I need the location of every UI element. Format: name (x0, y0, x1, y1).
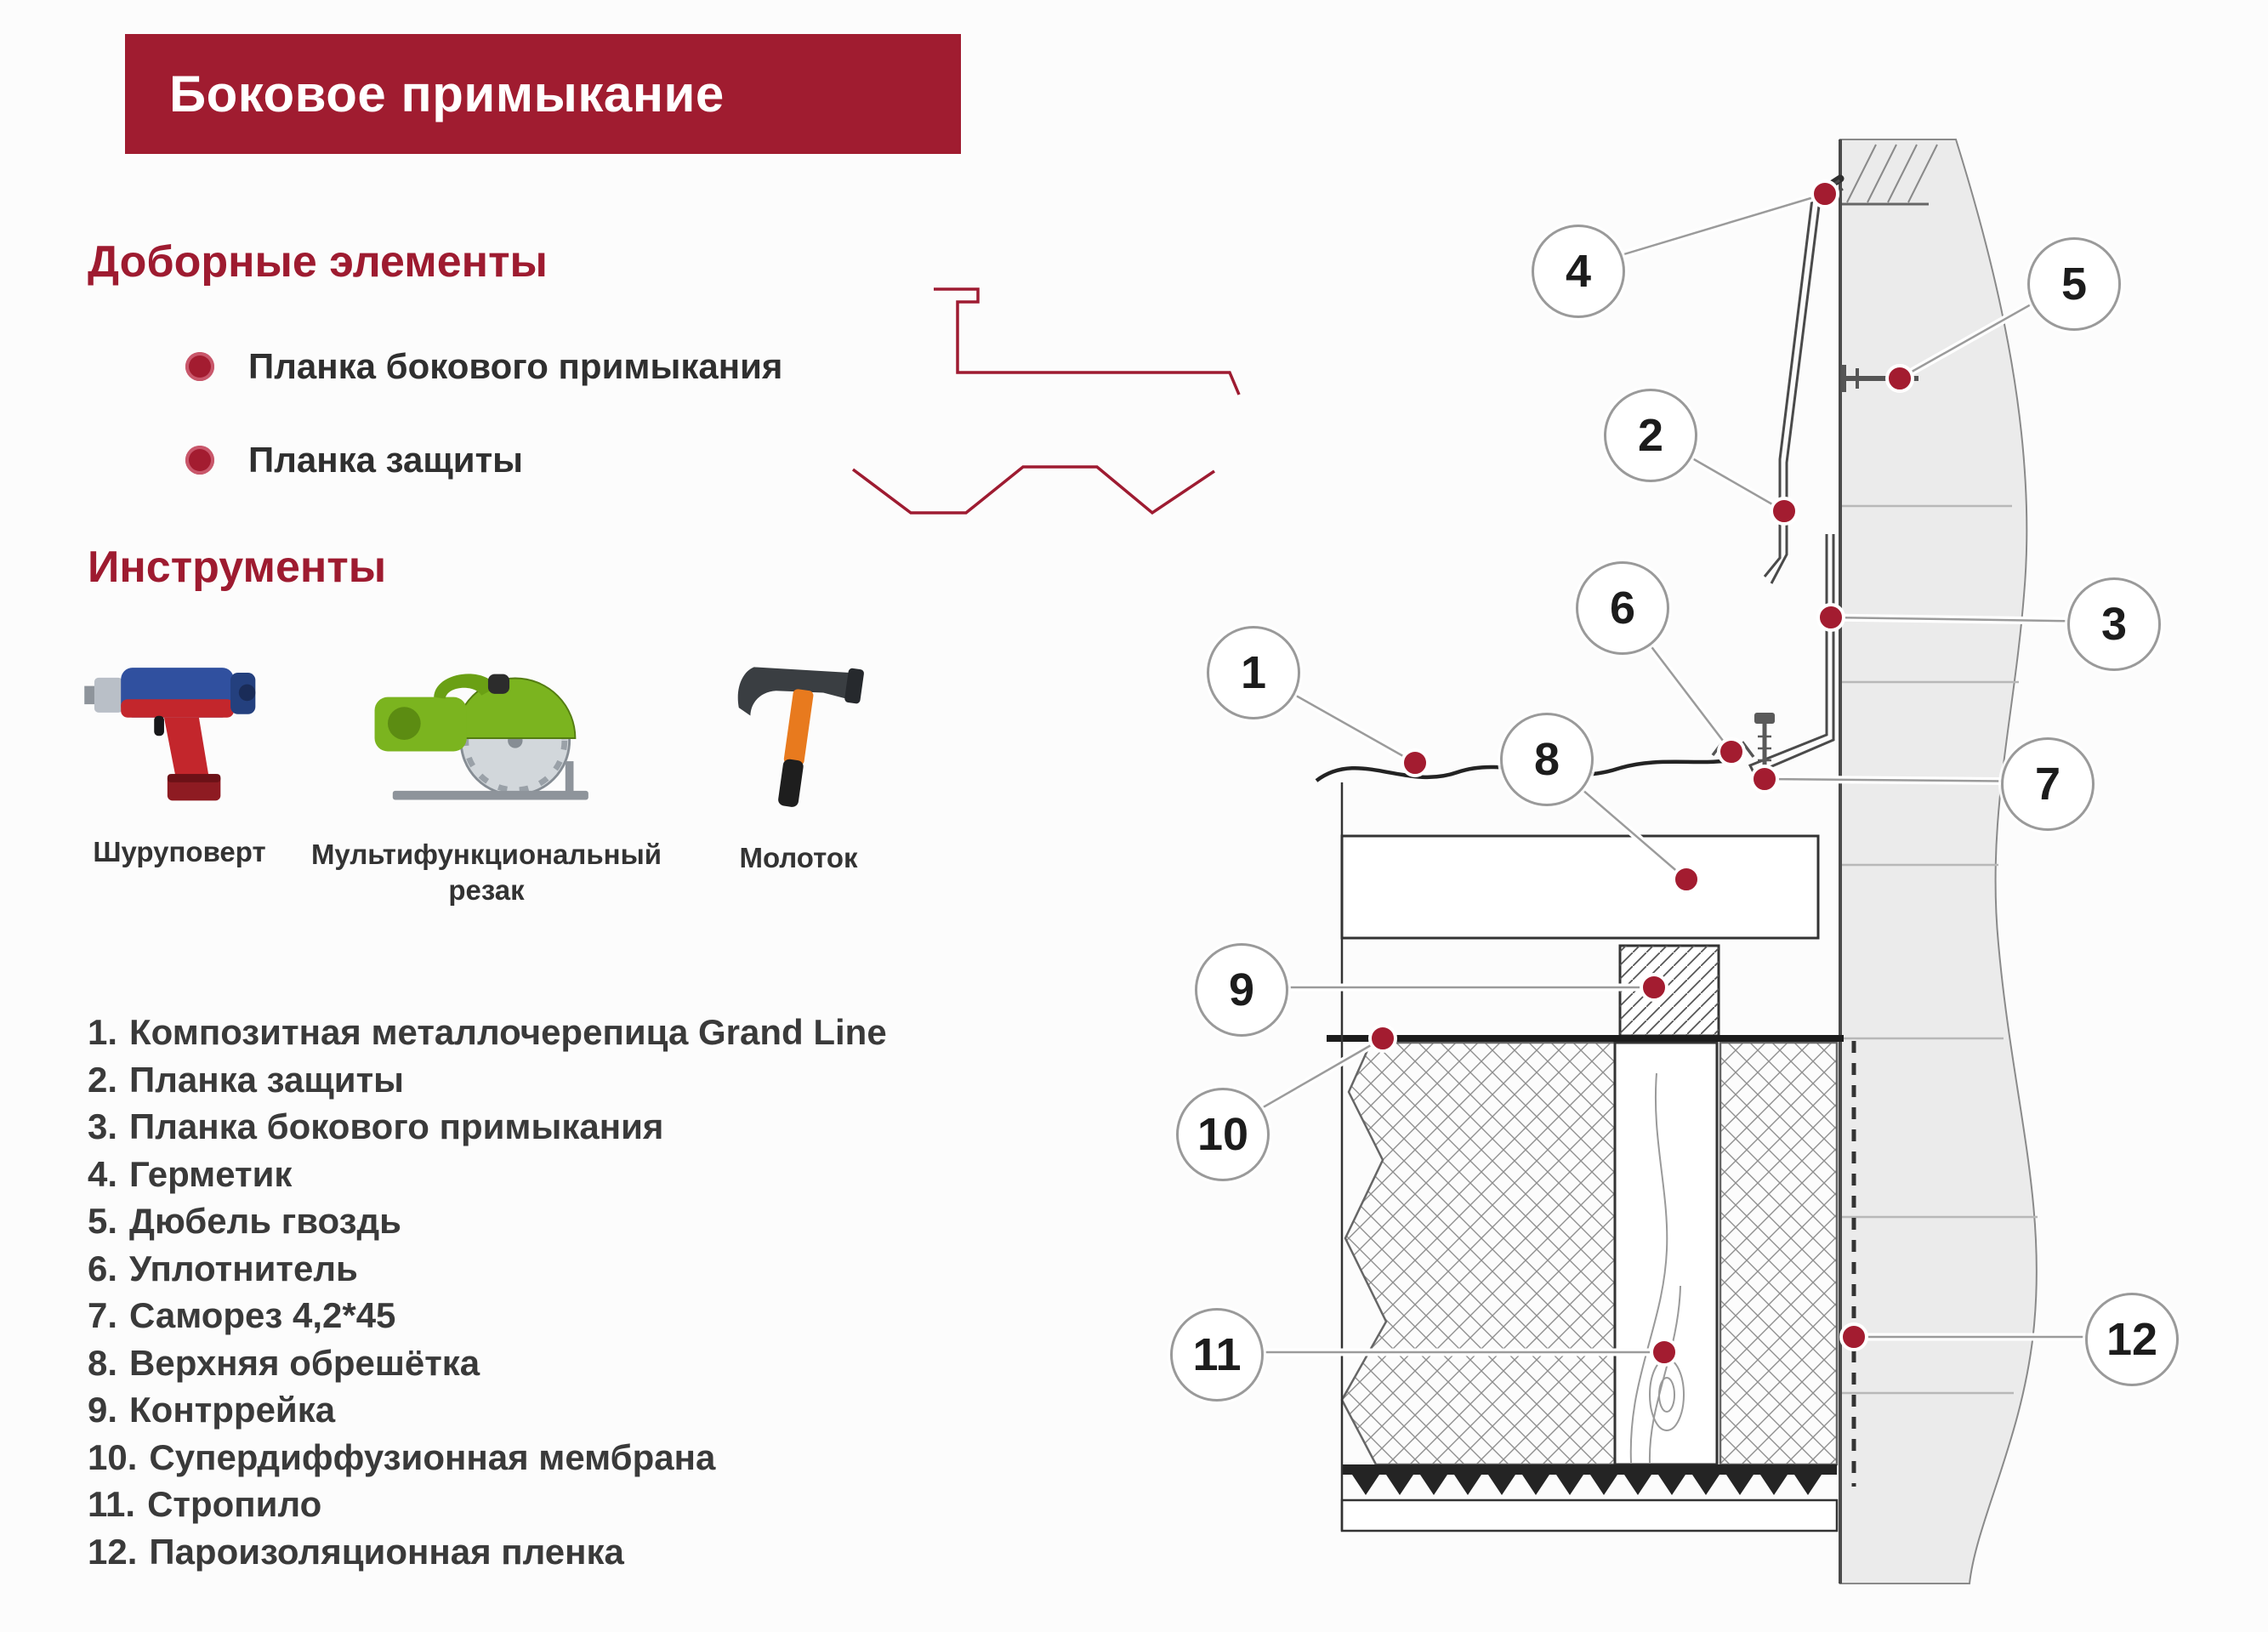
tool-drill: Шуруповерт (69, 638, 290, 870)
wall-joints (1842, 504, 2038, 1395)
bullet-icon (185, 352, 214, 381)
legend-list: 1. Композитная металлочерепица Grand Line… (88, 1009, 887, 1575)
legend-item: 2. Планка защиты (88, 1056, 887, 1104)
legend-item: 6. Уплотнитель (88, 1245, 887, 1293)
legend-item-number: 3. (88, 1106, 118, 1146)
legend-item: 3. Планка бокового примыкания (88, 1103, 887, 1151)
legend-item-label: Саморез 4,2*45 (129, 1295, 396, 1335)
diagram-callout-9: 9 (1195, 943, 1288, 1037)
legend-item-number: 7. (88, 1295, 118, 1335)
tool-label-hammer: Молоток (739, 842, 858, 873)
legend-item-number: 8. (88, 1342, 118, 1383)
profile-drawings (851, 287, 1241, 515)
legend-item-number: 10. (88, 1436, 138, 1477)
hammer-icon (737, 667, 864, 807)
diagram-callout-11: 11 (1170, 1308, 1264, 1402)
tool-hammer: Молоток (688, 638, 909, 876)
legend-item-label: Стропило (147, 1484, 322, 1524)
legend-item: 9. Контррейка (88, 1386, 887, 1434)
diagram-callout-4: 4 (1532, 225, 1625, 318)
legend-item: 4. Герметик (88, 1151, 887, 1198)
circular-saw-icon (374, 674, 588, 800)
tool-label-saw: Мультифункциональный резак (310, 839, 662, 906)
insulation-right (1719, 1041, 1839, 1466)
tool-label-drill: Шуруповерт (93, 836, 266, 867)
legend-item-label: Супердиффузионная мембрана (149, 1436, 716, 1477)
legend-item-label: Планка бокового примыкания (129, 1106, 664, 1146)
drill-icon (83, 668, 255, 801)
diagram-callout-12: 12 (2085, 1293, 2179, 1386)
diagram-callout-5: 5 (2027, 237, 2121, 331)
legend-item-number: 12. (88, 1531, 138, 1572)
diagram-callout-2: 2 (1604, 389, 1697, 482)
diagram-callout-1: 1 (1207, 626, 1300, 719)
ceiling-teeth (1342, 1464, 1837, 1495)
legend-item-number: 6. (88, 1248, 118, 1288)
tools-section-heading: Инструменты (88, 543, 387, 592)
diagram-callout-7: 7 (2001, 737, 2095, 831)
legend-item: 5. Дюбель гвоздь (88, 1197, 887, 1245)
rafter (1613, 1041, 1719, 1466)
legend-item-label: Верхняя обрешётка (129, 1342, 480, 1383)
legend-item-label: Герметик (129, 1153, 293, 1194)
element-label: Планка защиты (248, 440, 524, 480)
legend-item: 11. Стропило (88, 1481, 887, 1528)
legend-item-label: Уплотнитель (129, 1248, 358, 1288)
legend-item-number: 1. (88, 1012, 118, 1052)
legend-item-label: Композитная металлочерепица Grand Line (129, 1012, 887, 1052)
legend-item-number: 2. (88, 1059, 118, 1100)
protection-strip-profile-drawing (851, 465, 1215, 515)
legend-item: 8. Верхняя обрешётка (88, 1339, 887, 1387)
diagram-callout-10: 10 (1176, 1088, 1270, 1181)
callout-dots (1368, 179, 1914, 1367)
legend-item-label: Дюбель гвоздь (129, 1201, 401, 1241)
element-label: Планка бокового примыкания (248, 346, 783, 386)
diagram-callout-6: 6 (1576, 561, 1669, 655)
legend-item: 7. Саморез 4,2*45 (88, 1292, 887, 1339)
legend-item-label: Планка защиты (129, 1059, 405, 1100)
legend-item-label: Пароизоляционная пленка (149, 1531, 624, 1572)
legend-item: 10. Супердиффузионная мембрана (88, 1434, 887, 1481)
diagram-callout-8: 8 (1500, 713, 1594, 806)
abutment-strip-profile-drawing (934, 287, 1241, 395)
page-title: Боковое примыкание (169, 65, 725, 122)
element-list-item: Планка бокового примыкания (185, 346, 782, 387)
bottom-plank (1340, 1498, 1839, 1532)
title-banner: Боковое примыкание (125, 34, 961, 154)
top-batten (1340, 834, 1820, 940)
sealant-hatch (1846, 144, 1938, 203)
diagram-callout-3: 3 (2067, 577, 2161, 671)
legend-item-number: 9. (88, 1390, 118, 1430)
bullet-icon (185, 446, 214, 475)
wall (1812, 139, 2038, 1584)
legend-item-number: 4. (88, 1153, 118, 1194)
elements-section-heading: Доборные элементы (88, 237, 548, 287)
legend-item-number: 11. (88, 1484, 136, 1524)
tool-saw: Мультифункциональный резак (311, 638, 662, 908)
legend-item: 1. Композитная металлочерепица Grand Line (88, 1009, 887, 1056)
legend-item: 12. Пароизоляционная пленка (88, 1528, 887, 1576)
legend-item-label: Контррейка (129, 1390, 336, 1430)
insulation-left (1340, 1041, 1617, 1466)
leader-lines (1214, 190, 2129, 1356)
element-list-item: Планка защиты (185, 440, 523, 481)
legend-item-number: 5. (88, 1201, 118, 1241)
